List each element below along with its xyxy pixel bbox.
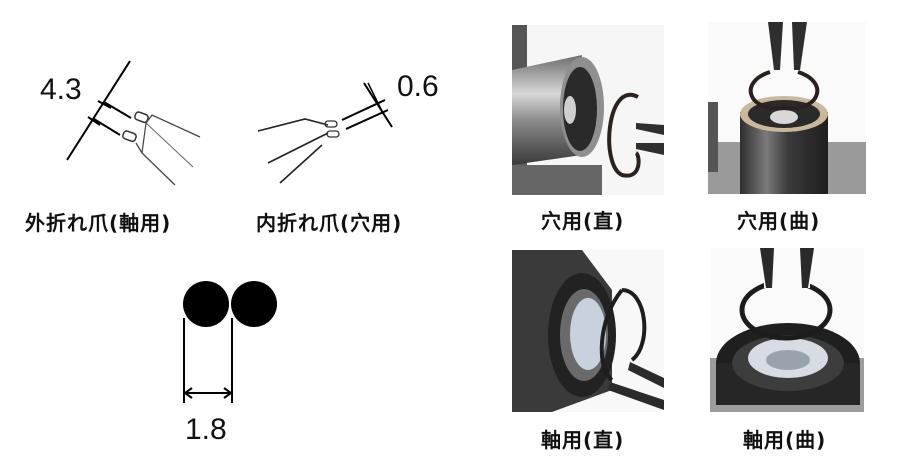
outer-claw-drawing: [66, 60, 201, 186]
inner-claw-diagram: [250, 75, 400, 195]
photo-hole-straight: [512, 25, 664, 195]
photo-caption-shaft-straight: 軸用(直): [541, 428, 625, 452]
photo-caption-hole-straight: 穴用(直): [541, 209, 625, 233]
photo-shaft-bent: [710, 248, 864, 412]
hole-straight-illustration: [512, 25, 664, 195]
photo-shaft-straight: [512, 250, 664, 412]
inner-claw-drawing: [257, 82, 393, 184]
outer-claw-diagram: [40, 55, 220, 205]
tip-diameter-dimension: 1.8: [185, 413, 227, 446]
photo-caption-hole-bent: 穴用(曲): [737, 209, 821, 233]
photo-hole-bent: [708, 22, 866, 194]
outer-claw-caption: 外折れ爪(軸用): [25, 211, 172, 235]
inner-claw-dimension: 0.6: [397, 70, 439, 103]
hole-bent-illustration: [708, 22, 866, 194]
inner-claw-caption: 内折れ爪(穴用): [256, 211, 403, 235]
tip-diameter-diagram: [180, 278, 290, 408]
shaft-bent-illustration: [710, 248, 864, 412]
outer-claw-dimension: 4.3: [40, 73, 82, 106]
shaft-straight-illustration: [512, 250, 664, 412]
photo-caption-shaft-bent: 軸用(曲): [743, 428, 827, 452]
tip-circles-drawing: [183, 281, 277, 403]
